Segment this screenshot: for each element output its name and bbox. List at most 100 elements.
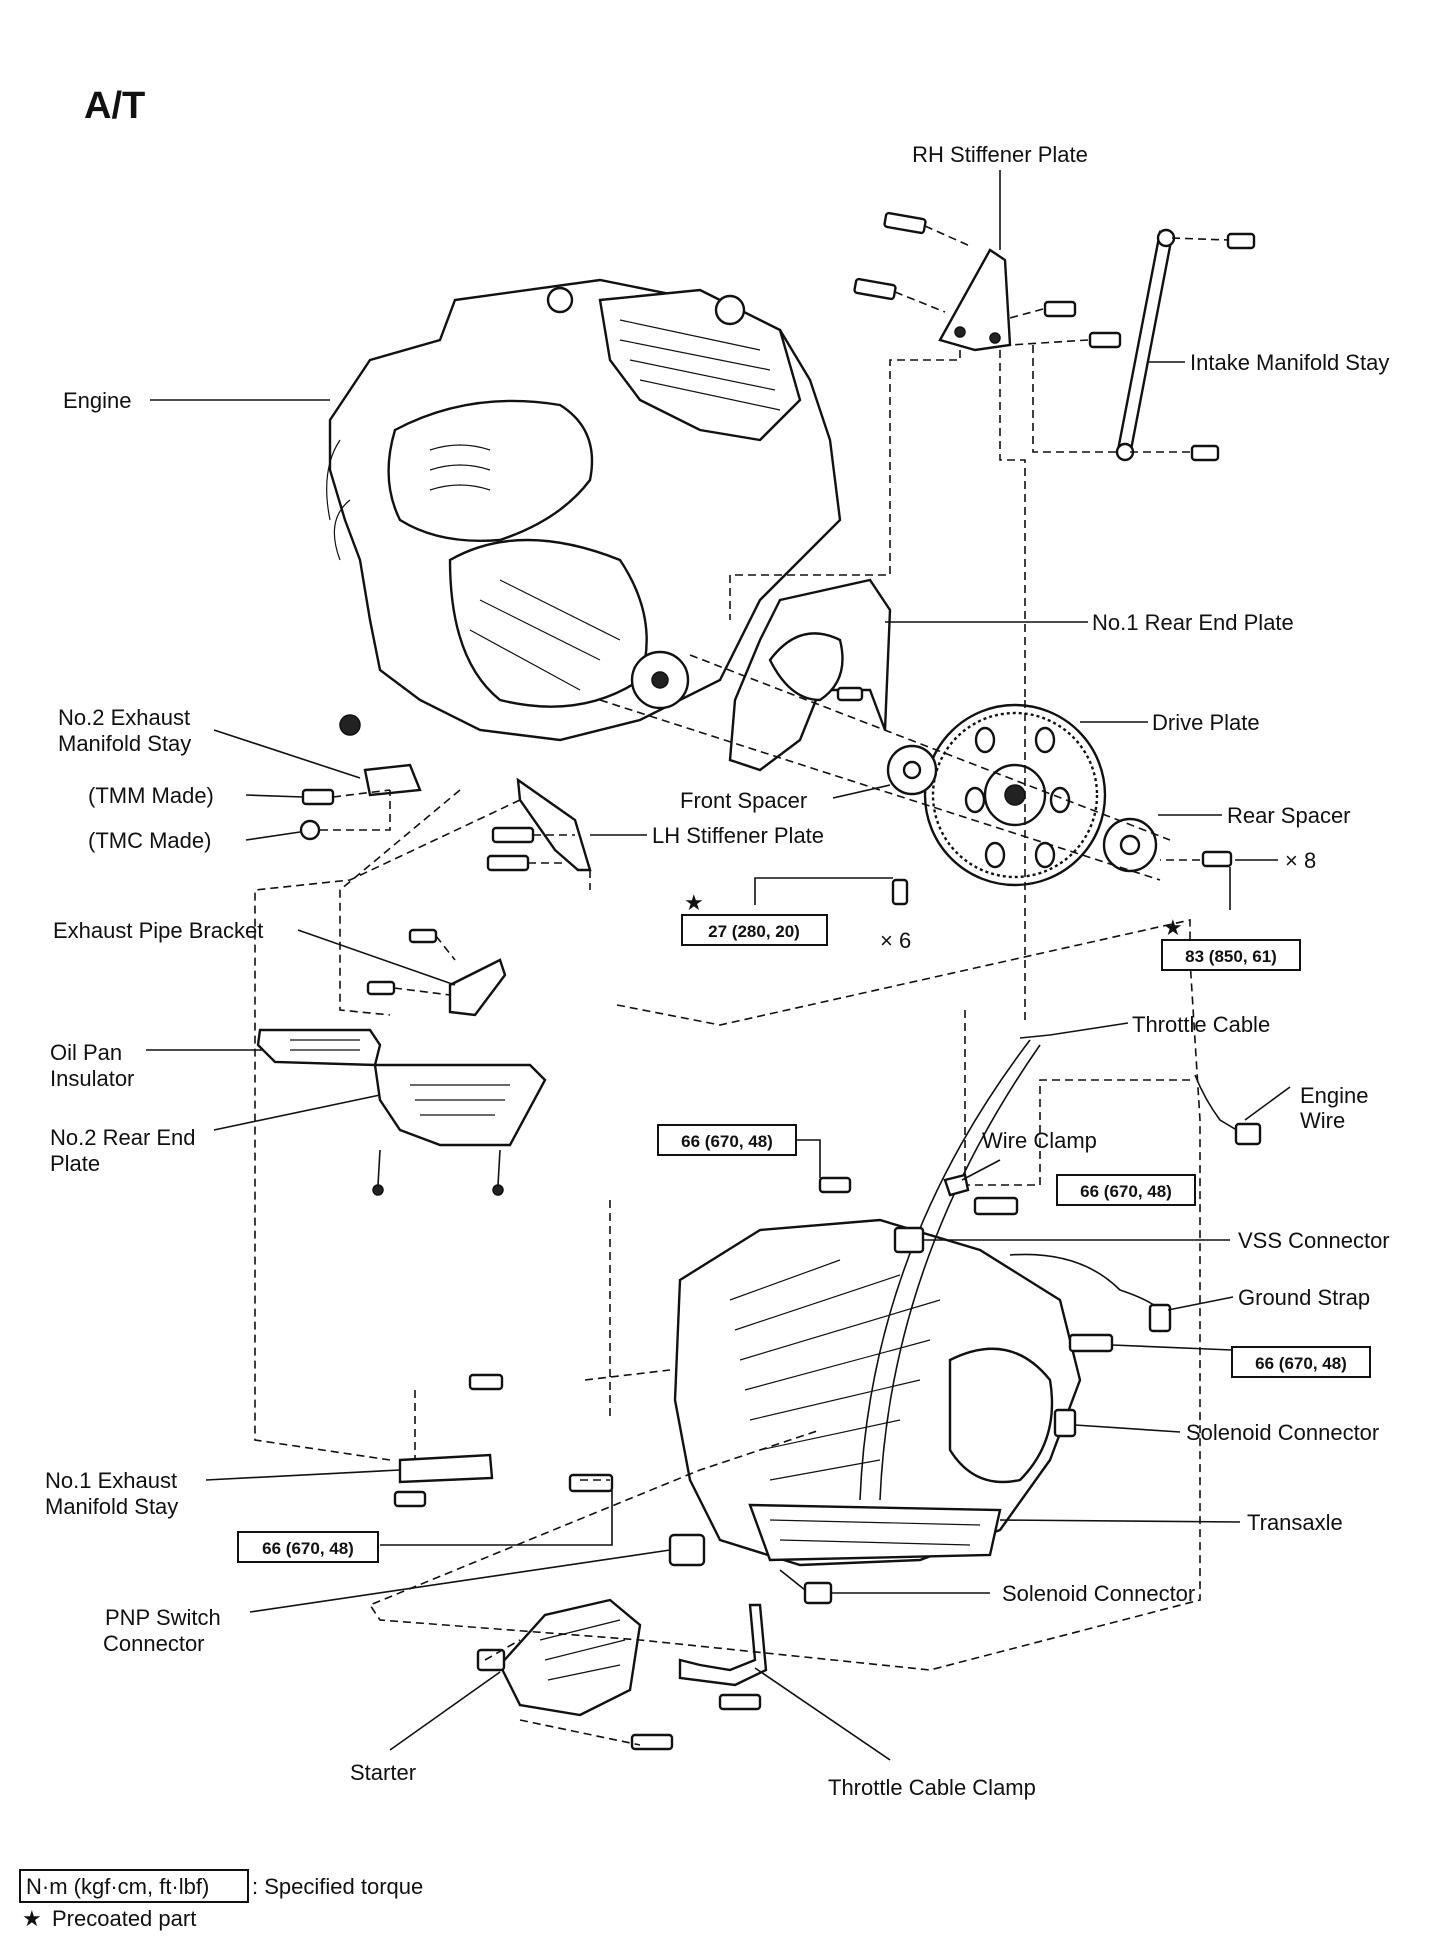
label-rear-spacer: Rear Spacer (1227, 803, 1351, 828)
label-solenoid-connector-1: Solenoid Connector (1186, 1420, 1379, 1445)
starter-part (476, 1598, 642, 1717)
rear-spacer-part (1102, 817, 1158, 873)
exhaust-pipe-bracket-part (366, 928, 507, 1017)
dash-starter (484, 1639, 641, 1746)
label-no1-exhaust-manifold-stay-1: No.1 Exhaust (45, 1468, 177, 1493)
torque-box-66d (237, 1531, 379, 1563)
label-tmm-made: (TMM Made) (88, 783, 214, 808)
clamp-bolt (718, 1693, 762, 1711)
legend-unit-box (19, 1869, 249, 1903)
drive-plate-part (923, 703, 1107, 887)
label-pnp-switch-connector-1: PNP Switch (105, 1605, 221, 1630)
label-engine: Engine (63, 388, 132, 413)
torque-27: 27 (280, 20) (708, 922, 800, 941)
label-engine-wire-1: Engine (1300, 1083, 1369, 1108)
dash-wire (968, 1079, 1190, 1186)
ground-strap-part (1009, 1253, 1172, 1333)
label-oil-pan-insulator-2: Insulator (50, 1066, 134, 1091)
label-vss-connector: VSS Connector (1238, 1228, 1390, 1253)
dash-vertical (964, 700, 1026, 1180)
plate-bolt (891, 878, 909, 906)
label-no2-exhaust-manifold-stay-2: Manifold Stay (58, 731, 191, 756)
label-no1-rear-end-plate: No.1 Rear End Plate (1092, 610, 1294, 635)
diagram-title: A/T (84, 85, 145, 127)
torque-box-83 (1161, 939, 1301, 971)
no2-exhaust-manifold-stay-part (339, 714, 422, 797)
label-no2-rear-end-plate-2: Plate (50, 1151, 100, 1176)
torque-83: 83 (850, 61) (1185, 947, 1277, 966)
engine-drawing (326, 278, 842, 742)
dash-misc (414, 1200, 671, 1481)
rh-stiffener-plate-part (938, 248, 1012, 352)
torque-66d: 66 (670, 48) (262, 1539, 354, 1558)
label-no1-exhaust-manifold-stay-2: Manifold Stay (45, 1494, 178, 1519)
dash-left-a (320, 789, 575, 864)
leader-lines (146, 170, 1291, 1761)
torque-66b: 66 (670, 48) (1080, 1182, 1172, 1201)
tmm-tmc-bolts (299, 788, 335, 841)
bolt-t66b (973, 1196, 1019, 1216)
label-solenoid-connector-2: Solenoid Connector (1002, 1581, 1195, 1606)
starter-bolt (630, 1733, 674, 1751)
no1-rear-end-plate-part (728, 578, 892, 772)
throttle-cable-clamp-part (678, 1603, 768, 1687)
dash-transaxle-outline (368, 919, 1201, 1671)
label-wire-clamp: Wire Clamp (982, 1128, 1097, 1153)
star-t27: ★ (684, 890, 704, 915)
dash-lines-top (729, 225, 1229, 700)
label-lh-stiffener-plate: LH Stiffener Plate (652, 823, 824, 848)
torque-box-27 (681, 914, 828, 946)
no1-exhaust-manifold-stay-part (398, 1453, 494, 1484)
legend: N·m (kgf·cm, ft·lbf) : Specified torque … (19, 1869, 423, 1931)
star-t83: ★ (1163, 915, 1183, 940)
vss-connector-part (893, 1226, 925, 1254)
oil-pan-insulator-part (256, 1028, 382, 1067)
label-throttle-cable: Throttle Cable (1132, 1012, 1270, 1037)
front-spacer-part (886, 744, 938, 796)
torque-box-66c (1231, 1346, 1371, 1378)
solenoid-connector-1-part (1053, 1408, 1077, 1438)
solenoid-connector-2-part (779, 1569, 833, 1605)
bolts-top (853, 211, 1256, 462)
pnp-switch-connector-part (668, 1533, 706, 1567)
label-starter: Starter (350, 1760, 416, 1785)
label-front-spacer: Front Spacer (680, 788, 807, 813)
label-x6: × 6 (880, 928, 911, 953)
label-oil-pan-insulator-1: Oil Pan (50, 1040, 122, 1065)
label-ground-strap: Ground Strap (1238, 1285, 1370, 1310)
label-exhaust-pipe-bracket: Exhaust Pipe Bracket (53, 918, 263, 943)
engine-wire-part (1194, 1074, 1262, 1146)
torque-box-66a (657, 1124, 797, 1156)
bolt-t66a (818, 1176, 852, 1194)
dash-left-b (254, 789, 591, 1461)
label-x8: × 8 (1285, 848, 1316, 873)
legend-specified-torque: : Specified torque (252, 1874, 423, 1899)
no2-rear-end-plate-part (372, 1063, 547, 1196)
legend-star: ★ (22, 1906, 42, 1931)
label-throttle-cable-clamp: Throttle Cable Clamp (828, 1775, 1036, 1800)
lh-stiffener-plate-part (486, 777, 592, 872)
label-no2-exhaust-manifold-stay-1: No.2 Exhaust (58, 705, 190, 730)
dash-bracket (393, 935, 456, 996)
label-rh-stiffener-plate: RH Stiffener Plate (912, 142, 1088, 167)
bolt-t66c (1068, 1333, 1114, 1353)
label-engine-wire-2: Wire (1300, 1108, 1345, 1133)
label-tmc-made: (TMC Made) (88, 828, 211, 853)
torque-box-66b (1056, 1174, 1196, 1206)
no1-stay-bolt (468, 1373, 504, 1391)
label-intake-manifold-stay: Intake Manifold Stay (1190, 350, 1389, 375)
legend-unit-text: N·m (kgf·cm, ft·lbf) (26, 1874, 209, 1899)
legend-precoated-part: Precoated part (52, 1906, 196, 1931)
dash-lines-plate (599, 654, 1200, 881)
torque-66c: 66 (670, 48) (1255, 1354, 1347, 1373)
no1-stay-bolt2 (393, 1490, 427, 1508)
label-pnp-switch-connector-2: Connector (103, 1631, 205, 1656)
transaxle-part (673, 1039, 1082, 1567)
torque-66a: 66 (670, 48) (681, 1132, 773, 1151)
bolt-t66d (568, 1473, 614, 1493)
intake-manifold-stay-part (1115, 228, 1176, 462)
label-no2-rear-end-plate-1: No.2 Rear End (50, 1125, 196, 1150)
drive-plate-bolt (1201, 850, 1233, 868)
label-transaxle: Transaxle (1247, 1510, 1343, 1535)
